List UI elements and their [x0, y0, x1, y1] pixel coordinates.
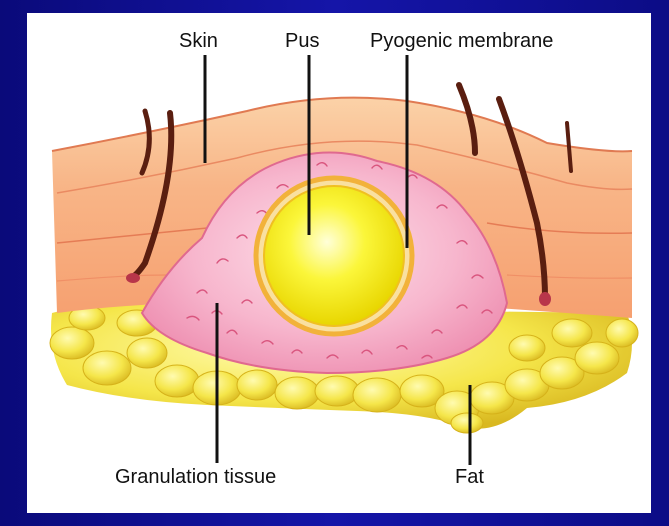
label-skin: Skin — [179, 30, 218, 52]
label-granulation-tissue: Granulation tissue — [115, 466, 276, 488]
abscess-illustration — [27, 13, 651, 513]
label-pus: Pus — [285, 30, 319, 52]
label-fat: Fat — [455, 466, 484, 488]
diagram-panel: Skin Pus Pyogenic membrane Granulation t… — [27, 13, 651, 513]
pus-cavity — [256, 178, 412, 334]
label-pyogenic-membrane: Pyogenic membrane — [370, 30, 553, 52]
